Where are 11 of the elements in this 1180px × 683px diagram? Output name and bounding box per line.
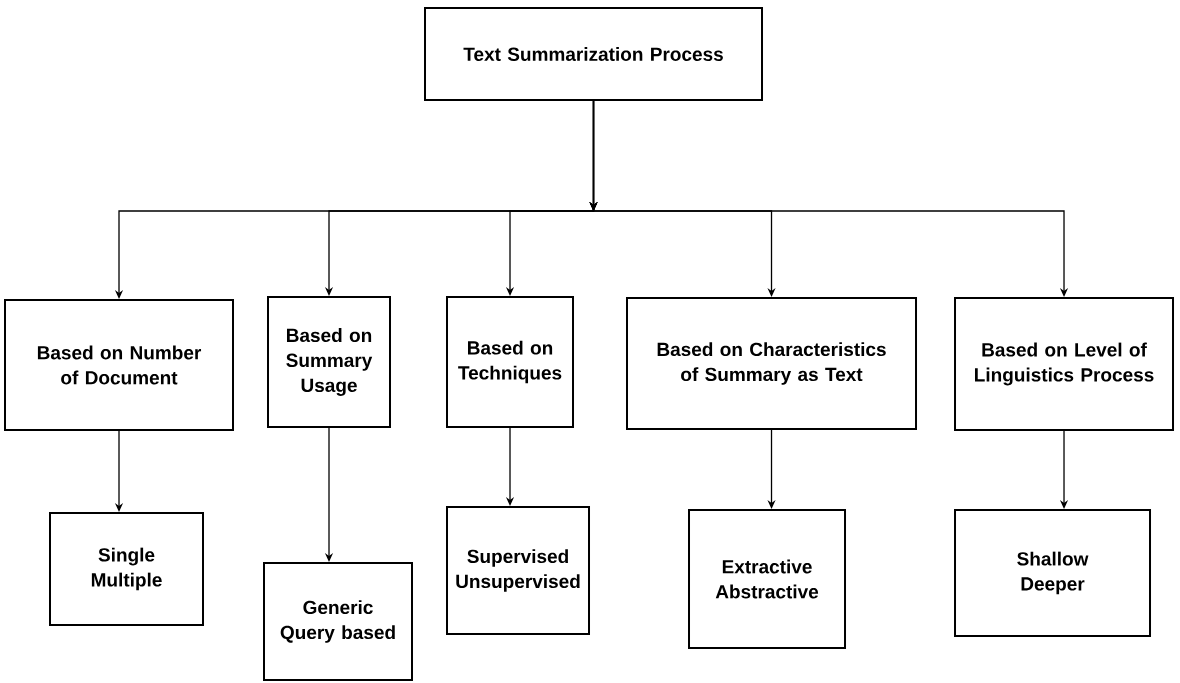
category-box: Based on Level of Linguistics Process bbox=[954, 297, 1174, 431]
category-box: Based on Characteristics of Summary as Text bbox=[626, 297, 917, 430]
category-box: Based on Number of Document bbox=[4, 299, 234, 431]
category-box: Based on Techniques bbox=[446, 296, 574, 428]
title-box: Text Summarization Process bbox=[424, 7, 763, 101]
type-box: Supervised Unsupervised bbox=[446, 506, 590, 635]
category-box: Based on Summary Usage bbox=[267, 296, 391, 428]
type-box: Generic Query based bbox=[263, 562, 413, 681]
type-box: Extractive Abstractive bbox=[688, 509, 846, 649]
type-box: Single Multiple bbox=[49, 512, 204, 626]
type-box: Shallow Deeper bbox=[954, 509, 1151, 637]
